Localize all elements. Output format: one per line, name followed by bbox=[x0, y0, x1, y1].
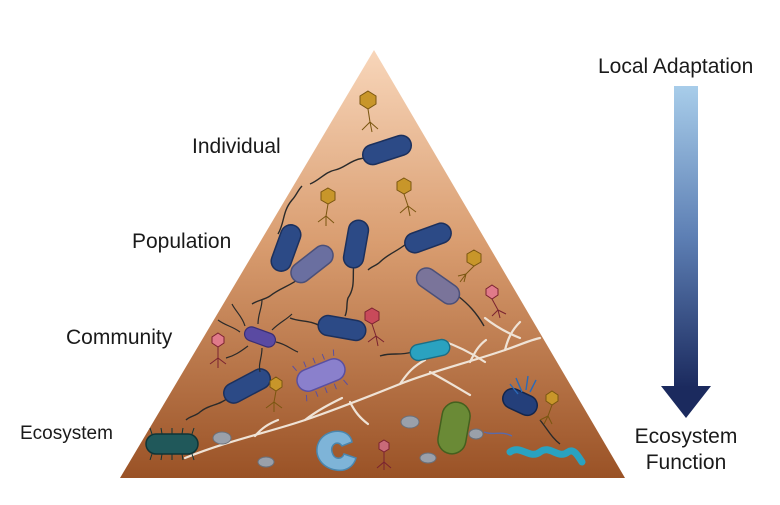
label-individual: Individual bbox=[192, 136, 281, 157]
spore bbox=[258, 457, 274, 467]
spore bbox=[420, 453, 436, 463]
label-local-adaptation: Local Adaptation bbox=[598, 56, 753, 77]
label-ecosystem-function-line1: Ecosystem bbox=[624, 424, 748, 450]
label-ecosystem-function-line2: Function bbox=[624, 450, 748, 476]
spore bbox=[213, 432, 231, 444]
bacterium bbox=[146, 434, 198, 454]
local-adaptation-arrow bbox=[661, 86, 711, 418]
spore bbox=[469, 429, 483, 439]
label-population: Population bbox=[132, 231, 231, 252]
label-ecosystem: Ecosystem bbox=[20, 424, 113, 443]
label-community: Community bbox=[66, 327, 172, 348]
label-ecosystem-function: Ecosystem Function bbox=[624, 424, 748, 477]
spore bbox=[401, 416, 419, 428]
